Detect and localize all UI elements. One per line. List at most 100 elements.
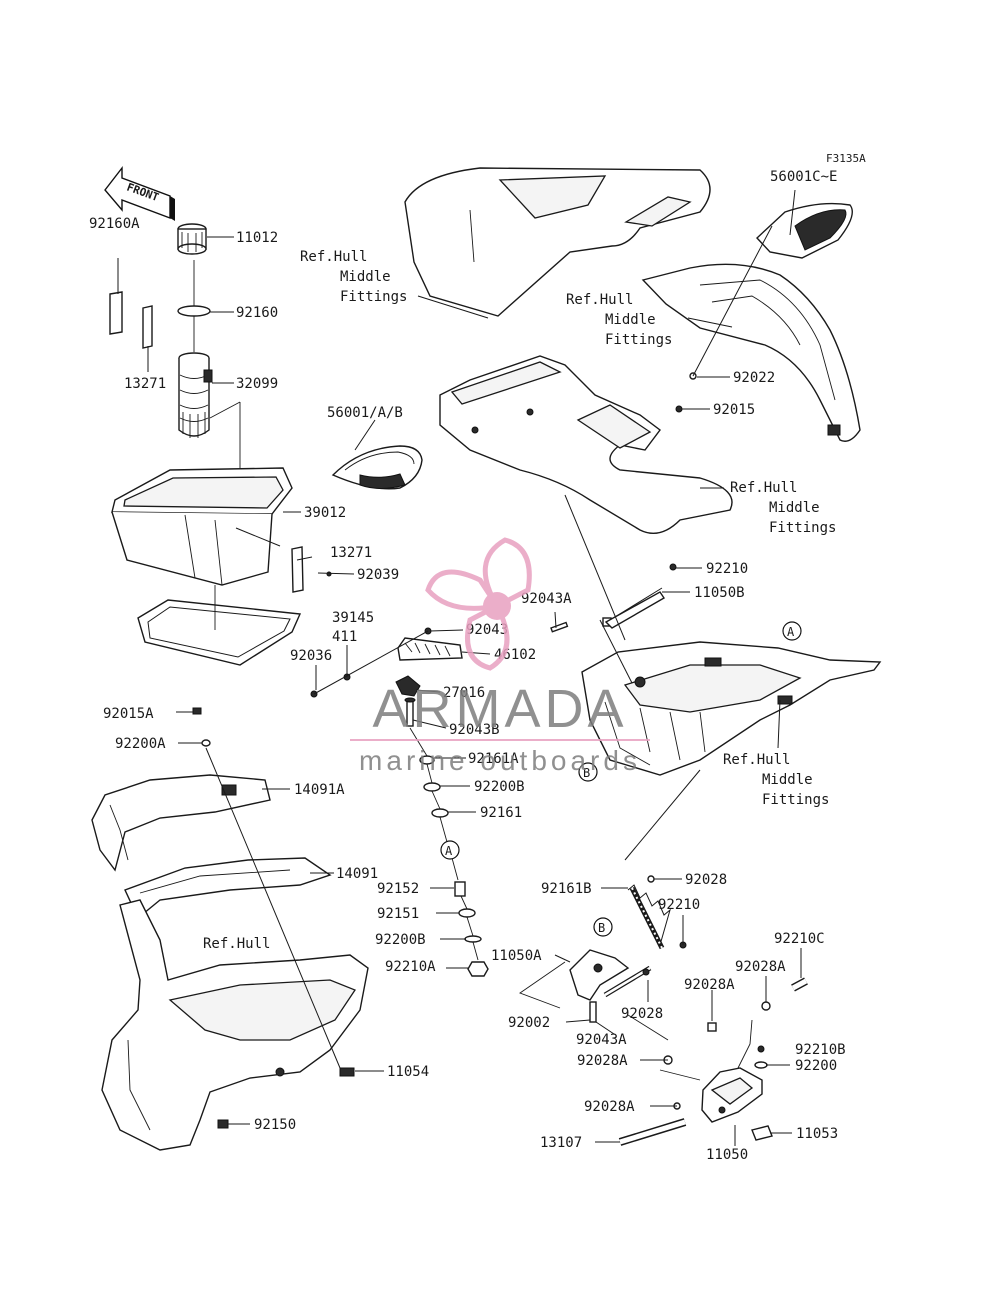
callout: 92022 xyxy=(733,370,775,386)
propeller-logo-icon xyxy=(425,537,532,671)
callout: 92043B xyxy=(449,722,500,738)
callout: 11053 xyxy=(796,1126,838,1142)
callout: 92028A xyxy=(577,1053,628,1069)
svg-text:A: A xyxy=(787,625,795,639)
svg-text:Fittings: Fittings xyxy=(605,332,672,348)
vent-56001c xyxy=(756,202,853,259)
callout: 92160A xyxy=(89,216,140,232)
callout: 92210A xyxy=(385,959,436,975)
hull-front xyxy=(101,899,369,1151)
leader-lines xyxy=(117,189,802,1146)
callout: 92028A xyxy=(584,1099,635,1115)
callout: 92043 xyxy=(466,622,508,638)
bolt-13107 xyxy=(618,1118,687,1146)
callout: 56001C~E xyxy=(770,169,837,185)
callout: 92210C xyxy=(774,931,825,947)
gasket-92160 xyxy=(177,305,211,317)
bolt-92002 xyxy=(589,1001,597,1023)
tube-32099 xyxy=(178,352,213,438)
callout: 92200 xyxy=(795,1058,837,1074)
callout: 14091A xyxy=(294,782,345,798)
callout: 13271 xyxy=(330,545,372,561)
vent-56001 xyxy=(331,445,423,490)
watermark: ARMADA marine outboards xyxy=(350,537,650,776)
callout: 56001/A/B xyxy=(327,405,403,421)
cap-11012 xyxy=(177,223,207,255)
callout: 92161B xyxy=(541,881,592,897)
callout: 92028 xyxy=(685,872,727,888)
callouts: 11012 92160A 92160 13271 32099 39012 132… xyxy=(89,169,846,1163)
callout: 13271 xyxy=(124,376,166,392)
pin-92210C xyxy=(791,977,808,992)
lower-deck xyxy=(581,641,882,776)
marker-a-mid: A xyxy=(440,840,460,860)
callout: 92161A xyxy=(468,751,519,767)
svg-text:Ref.Hull: Ref.Hull xyxy=(730,480,797,496)
svg-text:Middle: Middle xyxy=(605,312,656,328)
watermark-brand: ARMADA xyxy=(372,679,627,739)
callout: 11012 xyxy=(236,230,278,246)
callout: 92036 xyxy=(290,648,332,664)
marker-b-bot: B xyxy=(593,917,613,937)
callout: 92210 xyxy=(658,897,700,913)
svg-text:Middle: Middle xyxy=(769,500,820,516)
callout: 92210 xyxy=(706,561,748,577)
callout: 92015 xyxy=(713,402,755,418)
ref-label-3: Ref.Hull Middle Fittings xyxy=(730,480,836,536)
bracket-11050 xyxy=(701,1067,763,1123)
callout: 92152 xyxy=(377,881,419,897)
callout: 11050B xyxy=(694,585,745,601)
svg-text:Ref.Hull: Ref.Hull xyxy=(723,752,790,768)
ref-label-1: Ref.Hull Middle Fittings xyxy=(300,249,407,305)
callout: 92028A xyxy=(684,977,735,993)
right-small-parts xyxy=(663,1001,773,1141)
callout: 92028A xyxy=(735,959,786,975)
callout: 39012 xyxy=(304,505,346,521)
callout: 27016 xyxy=(443,685,485,701)
figure-code: F3135A xyxy=(826,152,866,165)
callout: 92160 xyxy=(236,305,278,321)
callout: 92043A xyxy=(521,591,572,607)
callout: 13107 xyxy=(540,1135,582,1151)
callout: 92039 xyxy=(357,567,399,583)
bolt-92043B xyxy=(404,697,416,727)
latch-27016 xyxy=(395,675,421,697)
marker-a-top: A xyxy=(782,621,802,641)
strap-92160A xyxy=(109,291,123,335)
seat-cover-top xyxy=(404,167,711,317)
svg-text:Fittings: Fittings xyxy=(340,289,407,305)
callout: 32099 xyxy=(236,376,278,392)
svg-text:Ref.Hull: Ref.Hull xyxy=(300,249,367,265)
svg-text:Fittings: Fittings xyxy=(769,520,836,536)
callout: 92200A xyxy=(115,736,166,752)
ref-label-5: Ref.Hull xyxy=(203,936,270,952)
callout: 92210B xyxy=(795,1042,846,1058)
svg-text:A: A xyxy=(445,844,453,858)
svg-text:B: B xyxy=(598,921,605,935)
watermark-tagline: marine outboards xyxy=(359,745,641,776)
callout: 92028 xyxy=(621,1006,663,1022)
callout: 39145 xyxy=(332,610,374,626)
callout: 92150 xyxy=(254,1117,296,1133)
callout: 411 xyxy=(332,629,357,645)
svg-text:B: B xyxy=(583,766,590,780)
callout: 11054 xyxy=(387,1064,429,1080)
front-arrow-icon: FRONT xyxy=(104,165,175,221)
strap-13271-top xyxy=(142,305,153,349)
bracket-11050A xyxy=(569,949,630,1001)
callout: 14091 xyxy=(336,866,378,882)
storage-bin-39012 xyxy=(111,467,293,586)
side-panel-right xyxy=(641,263,861,442)
washer-stack xyxy=(419,755,489,977)
callout: 92200B xyxy=(375,932,426,948)
spring-92161B xyxy=(627,884,671,950)
ref-label-2: Ref.Hull Middle Fittings xyxy=(566,292,672,348)
svg-text:Fittings: Fittings xyxy=(762,792,829,808)
middle-panel xyxy=(439,355,733,534)
callout: 92002 xyxy=(508,1015,550,1031)
marker-b-top: B xyxy=(578,762,598,782)
callout: 92200B xyxy=(474,779,525,795)
svg-text:Middle: Middle xyxy=(762,772,813,788)
